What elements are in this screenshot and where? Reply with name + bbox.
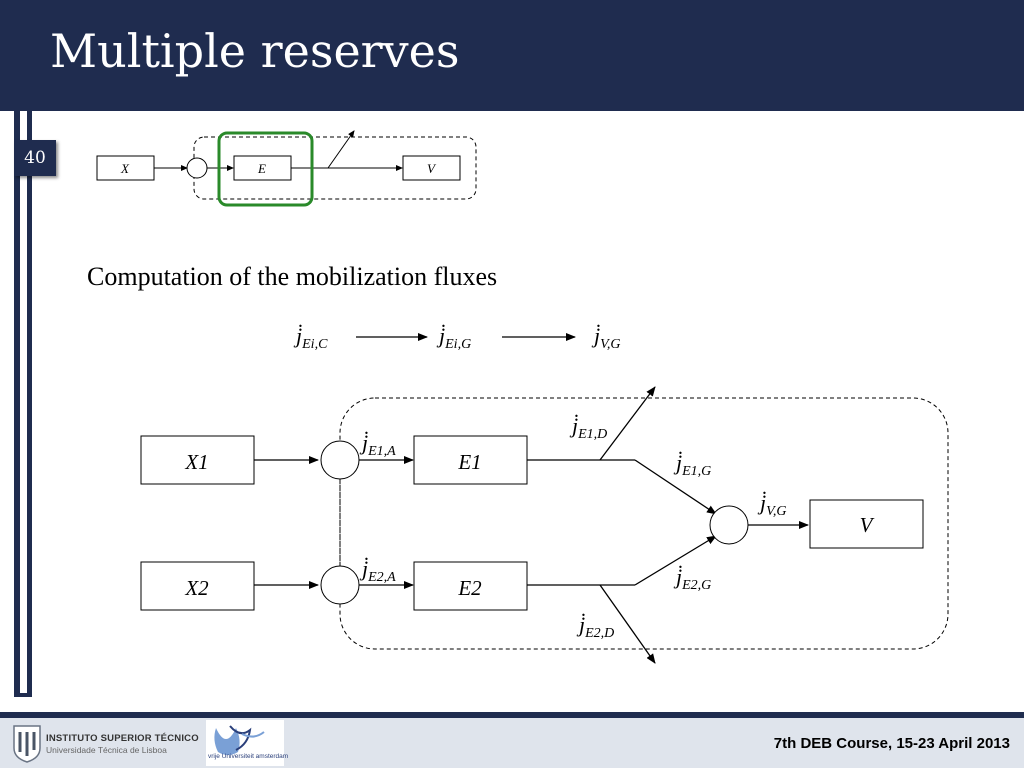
small-e-label: E [257,161,266,176]
green-highlight-box [217,131,314,207]
flux-structure-growth: j̇V,G [757,490,786,519]
small-v-box [402,155,461,181]
slide-number: 40 [14,140,56,176]
e1-label: E1 [457,450,481,474]
flux-chain-3: j̇V,G [591,323,620,352]
arrow-e2-dissipation [599,584,656,664]
flux-e2-dissipation: j̇E2,D [576,612,614,641]
assimilation-node-1 [320,440,360,480]
small-x-label: X [120,161,130,176]
ist-name: INSTITUTO SUPERIOR TÉCNICO [46,733,199,744]
ist-logo-icon [6,720,206,764]
small-diagram: X E V [96,130,477,207]
flux-e1-assimilation: j̇E1,A [359,430,396,459]
small-e-box [233,155,292,181]
section-subtitle: Computation of the mobilization fluxes [87,262,498,291]
reserve-diagrams: X E V j̇Ei,C j̇Ei,G j̇V,G X1 E1 [96,130,949,664]
e2-label: E2 [457,576,482,600]
vu-name: vrije Universiteit amsterdam [208,753,289,760]
slide-title: Multiple reserves [50,24,460,78]
footer-divider [0,712,1024,718]
x1-label: X1 [184,450,208,474]
small-branch-arrow [327,130,355,169]
ist-university: Universidade Técnica de Lisboa [46,745,167,755]
x2-label: X2 [184,576,209,600]
vu-logo-icon [206,720,284,766]
small-v-label: V [427,161,437,176]
x2-box [140,561,255,611]
small-x-box [96,155,155,181]
v-box [809,499,924,549]
x1-box [140,435,255,485]
course-info: 7th DEB Course, 15-23 April 2013 [773,735,1010,752]
small-assimilation-node [186,157,208,179]
flux-chain-2: j̇Ei,G [436,323,471,352]
flux-chain-1: j̇Ei,C [293,323,328,352]
growth-node [709,505,749,545]
flux-e1-growth: j̇E1,G [673,450,711,479]
main-diagram: X1 E1 X2 E2 V j̇E1,A j̇E2,A j̇E1,D j̇E2,… [140,386,949,664]
flux-e2-assimilation: j̇E2,A [359,556,396,585]
assimilation-node-2 [320,565,360,605]
e2-box [413,561,528,611]
e1-box [413,435,528,485]
slide-header [0,0,1024,111]
flux-chain: j̇Ei,C j̇Ei,G j̇V,G [293,323,620,352]
flux-e2-growth: j̇E2,G [673,564,711,593]
flux-e1-dissipation: j̇E1,D [569,413,607,442]
left-accent-bar-inner [20,111,27,693]
arrow-e1-dissipation [599,386,656,461]
v-label: V [860,513,875,537]
arrow-e1-growth [634,459,717,515]
arrow-e2-growth [634,535,717,586]
